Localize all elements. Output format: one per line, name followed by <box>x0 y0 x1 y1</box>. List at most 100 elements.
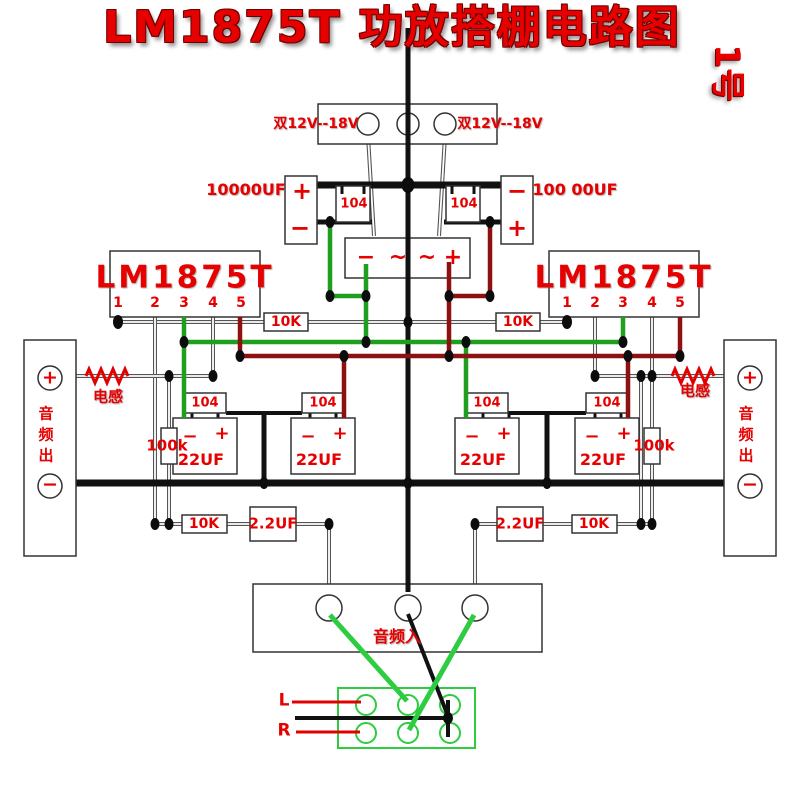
ic-right-name: LM1875T <box>534 259 714 296</box>
electrolytic-cap-box <box>454 417 520 475</box>
rectifier-terminal: + <box>443 245 463 270</box>
junction-dot <box>164 370 174 382</box>
ic-pin-label: 5 <box>236 295 246 311</box>
junction-dot <box>403 316 413 328</box>
electrolytic-cap-value: 22UF <box>177 450 225 469</box>
junction-dot <box>461 336 471 348</box>
junction-dot <box>324 518 334 530</box>
junction-dot <box>618 336 628 348</box>
polarity-sign: − <box>464 426 480 447</box>
ic-pin-label: 3 <box>179 295 189 311</box>
junction-dot <box>150 518 160 530</box>
resistor-10k-label: 10K <box>502 314 534 330</box>
power-label-left: 双12V--18V <box>273 116 359 132</box>
ic-pin-label: 1 <box>562 295 572 311</box>
junction-dot <box>647 370 657 382</box>
power-terminal <box>433 112 457 136</box>
resistor-10k-input-label: 10K <box>578 516 610 532</box>
junction-dot <box>636 370 646 382</box>
ic-pin-label: 4 <box>647 295 657 311</box>
polarity-sign: + <box>291 177 313 205</box>
ic-right-box <box>548 250 700 318</box>
corner-tag: 1号 <box>707 44 747 102</box>
polarity-sign: − <box>300 426 316 447</box>
junction-dot <box>208 370 218 382</box>
junction-dot <box>623 350 633 362</box>
polarity-sign: − <box>506 177 528 205</box>
resistor-10k-left-box <box>263 312 309 332</box>
junction-dot <box>113 315 123 329</box>
coupling-cap-label: 2.2UF <box>248 514 298 533</box>
junction-dot <box>235 350 245 362</box>
audio-in-terminal <box>461 594 489 622</box>
junction-dot <box>361 336 371 348</box>
junction-dot <box>542 477 552 489</box>
junction-dot <box>164 518 174 530</box>
ic-pin-label: 4 <box>208 295 218 311</box>
junction-dot <box>470 518 480 530</box>
junction-dot <box>636 518 646 530</box>
junction-dot <box>443 712 453 724</box>
ic-left-name: LM1875T <box>95 259 275 296</box>
resistor-10k-label: 10K <box>270 314 302 330</box>
cap-stubs <box>190 413 623 418</box>
coupling-cap-right-box <box>496 506 544 542</box>
resistor-100k-left-box <box>160 427 178 465</box>
junction-dot <box>325 290 335 302</box>
page-title: LM1875T 功放搭棚电路图 <box>103 2 681 53</box>
channel-right-label: R <box>277 720 291 741</box>
resistor-100k-label: 100k <box>633 436 675 455</box>
junction-dot <box>485 290 495 302</box>
junction-dot <box>259 477 269 489</box>
terminal-sign: − <box>42 473 58 496</box>
electrolytic-cap-box <box>574 417 640 475</box>
polarity-sign: + <box>506 214 528 242</box>
film-cap-label: 104 <box>593 395 621 411</box>
resistor-10k-input-left-box <box>181 514 228 534</box>
terminal-sign: − <box>742 473 758 496</box>
polarity-sign: − <box>182 426 198 447</box>
junction-dot <box>325 216 335 228</box>
junction-dot <box>444 290 454 302</box>
inductor-coil-left <box>84 365 130 387</box>
junction-dots <box>113 177 685 724</box>
ic-pin-label: 2 <box>590 295 600 311</box>
electrolytic-cap-value: 22UF <box>295 450 343 469</box>
component-boxes <box>23 103 777 749</box>
audio-in-label: 音频入 <box>372 627 422 646</box>
resistor-100k-right-box <box>643 427 661 465</box>
audio-in-terminal <box>315 594 343 622</box>
ic-pin-label: 1 <box>113 295 123 311</box>
inductor-coil-right <box>670 365 716 387</box>
jack-pin <box>355 694 377 716</box>
bypass-cap-label: 104 <box>340 196 368 212</box>
grey-wires <box>62 135 738 584</box>
junction-dot <box>485 216 495 228</box>
polarity-sign: − <box>584 426 600 447</box>
audio-out-label-right: 音频出 <box>736 405 755 469</box>
power-terminal <box>356 112 380 136</box>
polarity-sign: + <box>616 423 632 444</box>
filter-cap-right-value: 100 00UF <box>532 180 618 199</box>
film-cap-label: 104 <box>309 395 337 411</box>
polarity-sign: − <box>289 214 311 242</box>
resistor-100k-label: 100k <box>146 436 188 455</box>
speaker-plus-terminal <box>737 365 763 391</box>
speaker-minus-terminal <box>37 473 63 499</box>
rectifier-terminal: ~ <box>417 245 437 270</box>
coupling-cap-left-box <box>249 506 297 542</box>
terminal-sign: + <box>42 366 58 389</box>
junction-dot <box>179 336 189 348</box>
rectifier-terminal: − <box>356 245 376 270</box>
speaker-minus-terminal <box>737 473 763 499</box>
audio-in-terminal <box>394 594 422 622</box>
jack-pin <box>397 722 419 744</box>
bypass-cap-label: 104 <box>450 196 478 212</box>
wire <box>340 186 476 194</box>
coupling-cap-label: 2.2UF <box>495 514 545 533</box>
power-label-right: 双12V--18V <box>457 116 543 132</box>
ic-left-box <box>109 250 261 318</box>
filter-cap-left-box <box>284 175 318 245</box>
junction-dot <box>361 290 371 302</box>
